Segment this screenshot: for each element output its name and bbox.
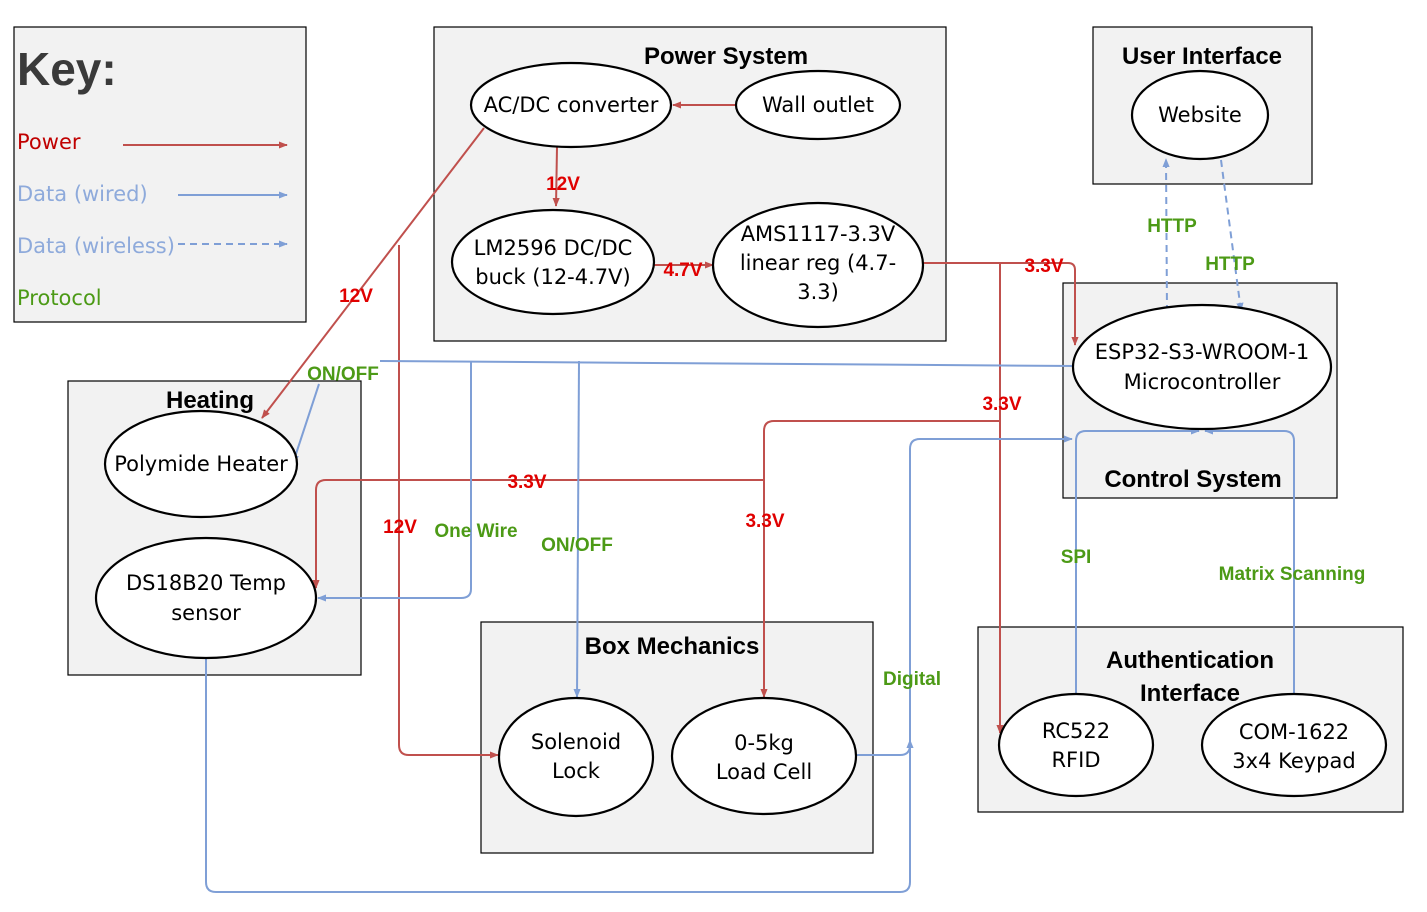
rc522-label-line1: RC522 <box>1042 719 1110 743</box>
key-data-wired-label: Data (wired) <box>17 182 148 206</box>
lm2596-label-line2: buck (12-4.7V) <box>475 265 630 289</box>
key-protocol-label: Protocol <box>17 286 102 310</box>
esp-to-website-http-link <box>1162 158 1170 313</box>
keypad-label-line1: COM-1622 <box>1239 720 1349 744</box>
label-12v-solenoid: 12V <box>383 517 417 538</box>
control-system-title: Control System <box>1104 466 1281 493</box>
label-3-3v-temp: 3.3V <box>507 472 546 493</box>
label-onoff-solenoid: ON/OFF <box>541 535 613 556</box>
rc522-rfid-node: RC522 RFID <box>997 692 1155 798</box>
label-12v-acdc-buck: 12V <box>546 174 580 195</box>
load-cell-label-line1: 0-5kg <box>734 731 794 755</box>
key-title: Key: <box>17 43 117 95</box>
rfid-to-esp-spi-wire <box>1075 427 1200 694</box>
acdc-to-heater-wire <box>261 127 485 419</box>
wall-outlet-label: Wall outlet <box>762 93 874 117</box>
label-3-3v-ams-esp: 3.3V <box>1024 256 1063 277</box>
label-one-wire: One Wire <box>434 521 517 542</box>
rail-to-loadcell-wire <box>760 420 1000 698</box>
ams1117-label-line2: linear reg (4.7- <box>740 251 896 275</box>
label-12v-heater: 12V <box>339 286 373 307</box>
label-http-up: HTTP <box>1147 216 1197 237</box>
lm2596-label-line1: LM2596 DC/DC <box>474 236 633 260</box>
label-http-down: HTTP <box>1205 254 1255 275</box>
esp-to-solenoid-onoff-wire <box>573 360 581 698</box>
wall-outlet-node: Wall outlet <box>734 69 902 141</box>
acdc-converter-label: AC/DC converter <box>484 93 659 117</box>
ams1117-label-line1: AMS1117-3.3V <box>741 222 896 246</box>
esp32-node: ESP32-S3-WROOM-1 Microcontroller <box>1071 303 1333 431</box>
label-3-3v-rfid: 3.3V <box>982 394 1021 415</box>
esp32-label-line2: Microcontroller <box>1124 370 1281 394</box>
label-onoff-heater: ON/OFF <box>307 364 379 385</box>
load-cell-label-line2: Load Cell <box>716 760 812 784</box>
label-matrix-scanning: Matrix Scanning <box>1219 564 1366 585</box>
acdc-converter-node: AC/DC converter <box>469 61 673 149</box>
acdc-to-solenoid-wire <box>398 245 499 759</box>
label-4-7v: 4.7V <box>663 260 702 281</box>
key-data-wireless-label: Data (wireless) <box>17 234 175 258</box>
power-system-title: Power System <box>644 43 808 70</box>
rail-to-temp-wire <box>312 479 764 589</box>
polymide-heater-label: Polymide Heater <box>114 452 288 476</box>
website-to-esp-http-link <box>1220 159 1244 312</box>
key-box <box>13 26 307 323</box>
polymide-heater-node: Polymide Heater <box>103 409 299 519</box>
label-spi: SPI <box>1061 547 1092 568</box>
keypad-to-esp-matrix-wire <box>1204 427 1295 694</box>
label-3-3v-loadcell: 3.3V <box>745 511 784 532</box>
label-digital: Digital <box>883 669 941 690</box>
solenoid-lock-node: Solenoid Lock <box>497 696 655 818</box>
load-cell-node: 0-5kg Load Cell <box>670 696 858 816</box>
esp-to-temp-onewire-wire <box>317 361 472 602</box>
ds18b20-label-line2: sensor <box>171 601 241 625</box>
esp-data-bus-wire <box>379 360 1077 367</box>
ds18b20-label-line1: DS18B20 Temp <box>126 571 286 595</box>
ds18b20-node: DS18B20 Temp sensor <box>94 536 318 660</box>
esp32-label-line1: ESP32-S3-WROOM-1 <box>1095 340 1309 364</box>
acdc-to-buck-wire <box>552 146 560 207</box>
loadcell-to-esp-digital-wire <box>856 435 1073 756</box>
ams1117-node: AMS1117-3.3V linear reg (4.7- 3.3) <box>711 201 925 329</box>
ams-to-esp-wire <box>923 262 1079 346</box>
rc522-label-line2: RFID <box>1051 748 1100 772</box>
lm2596-node: LM2596 DC/DC buck (12-4.7V) <box>450 208 656 316</box>
keypad-node: COM-1622 3x4 Keypad <box>1200 692 1388 798</box>
heating-title: Heating <box>166 387 254 414</box>
box-mechanics-title: Box Mechanics <box>585 633 760 660</box>
key-power-label: Power <box>17 130 81 154</box>
authentication-title-line2: Interface <box>1140 680 1240 707</box>
authentication-title-line1: Authentication <box>1106 647 1274 674</box>
website-label: Website <box>1158 103 1242 127</box>
temp-to-esp-data-wire <box>205 658 914 893</box>
website-node: Website <box>1130 69 1270 161</box>
keypad-label-line2: 3x4 Keypad <box>1232 749 1355 773</box>
solenoid-lock-label-line1: Solenoid <box>531 730 621 754</box>
user-interface-title: User Interface <box>1122 43 1282 70</box>
esp-to-heater-onoff-wire <box>292 383 320 464</box>
solenoid-lock-label-line2: Lock <box>552 759 601 783</box>
ams1117-label-line3: 3.3) <box>797 280 839 304</box>
